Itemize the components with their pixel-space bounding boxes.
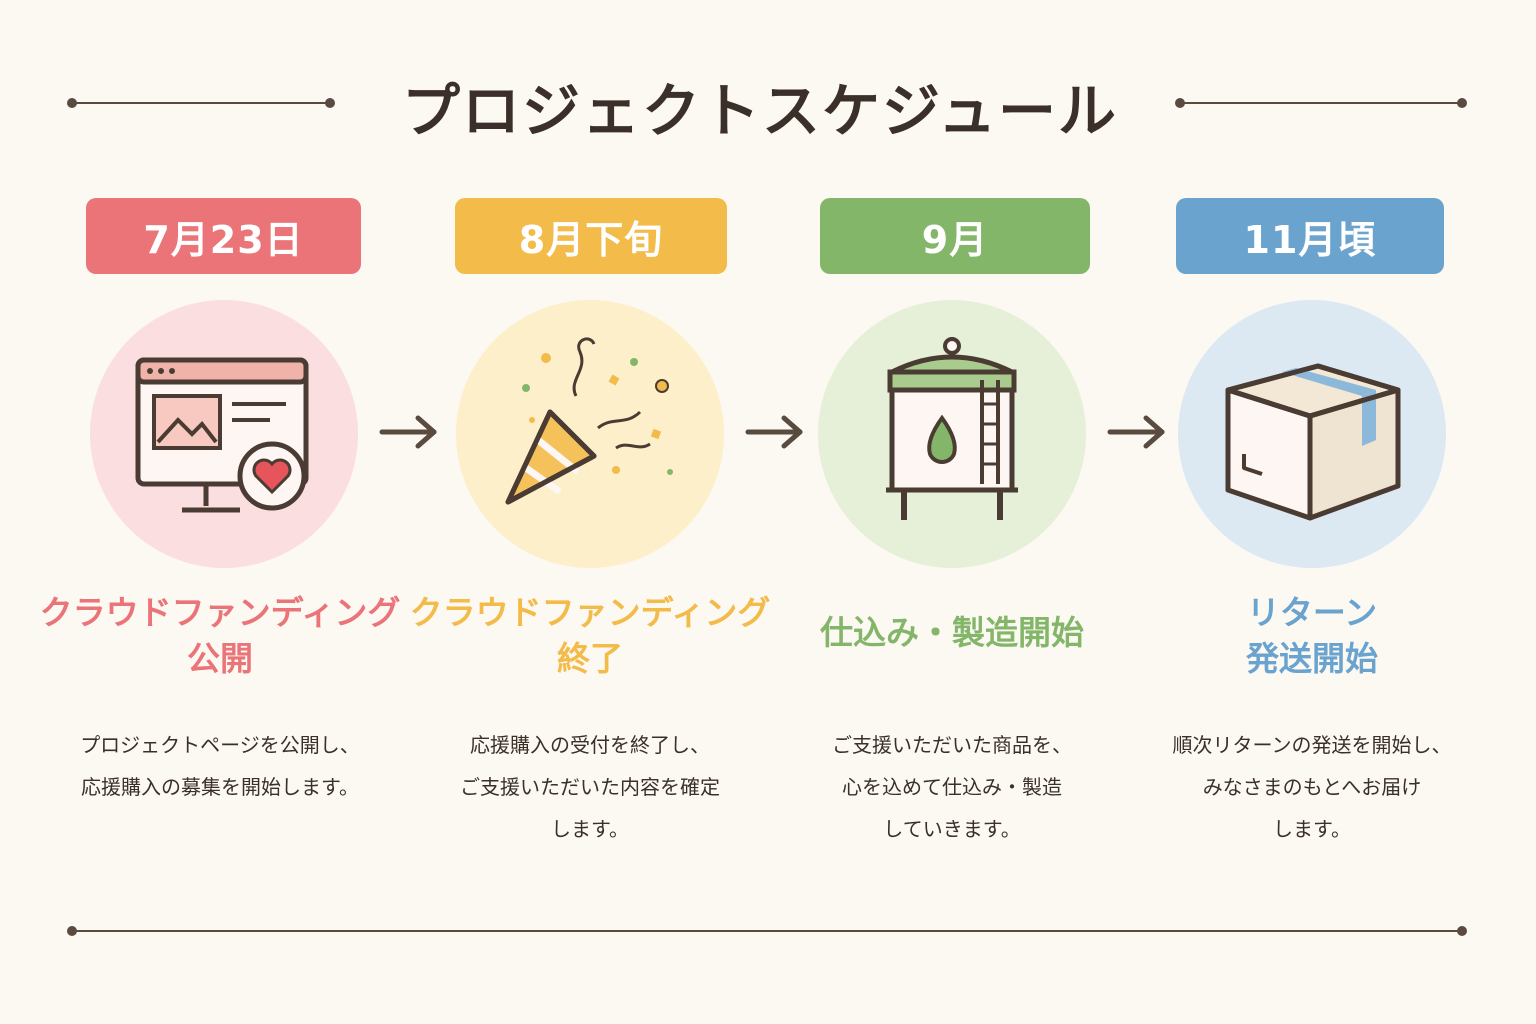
step-icon-circle <box>456 300 724 568</box>
step-heading: 仕込み・製造開始 <box>762 610 1142 656</box>
desc-line: 順次リターンの発送を開始し、 <box>1172 733 1452 757</box>
heading-line: リターン <box>1246 593 1378 632</box>
package-box-icon <box>1225 363 1401 521</box>
desc-line: みなさまのもとへお届け <box>1202 775 1422 799</box>
heading-line: 終了 <box>557 639 623 678</box>
heading-line: 公開 <box>187 639 253 678</box>
title-row: プロジェクトスケジュール <box>0 58 1536 148</box>
desc-line: していきます。 <box>883 817 1021 841</box>
desc-line: 応援購入の募集を開始します。 <box>81 775 359 799</box>
step-heading: クラウドファンディング 終了 <box>400 590 780 682</box>
website-heart-icon <box>135 357 309 513</box>
divider-dot <box>325 98 335 108</box>
step-heading: リターン 発送開始 <box>1122 590 1502 682</box>
step-icon-circle <box>1178 300 1446 568</box>
arrow-right-icon <box>745 415 803 449</box>
desc-line: 応援購入の受付を終了し、 <box>470 733 710 757</box>
title-divider-left <box>67 98 335 108</box>
date-badge: 9月 <box>820 198 1090 274</box>
title-divider-right <box>1175 98 1467 108</box>
step-description: 順次リターンの発送を開始し、 みなさまのもとへお届け します。 <box>1122 724 1502 850</box>
desc-line: ご支援いただいた内容を確定 <box>460 775 720 799</box>
step-icon-circle <box>90 300 358 568</box>
heading-line: 発送開始 <box>1246 639 1378 678</box>
party-popper-icon <box>505 337 673 505</box>
heading-line: 仕込み・製造開始 <box>820 613 1084 652</box>
step-heading: クラウドファンディング 公開 <box>30 590 410 682</box>
desc-line: ご支援いただいた商品を、 <box>832 733 1072 757</box>
heading-line: クラウドファンディング <box>39 593 401 632</box>
divider-dot <box>67 98 77 108</box>
page-title: プロジェクトスケジュール <box>402 77 1118 145</box>
bottom-divider <box>67 926 1467 936</box>
divider-dot <box>1457 98 1467 108</box>
step-description: プロジェクトページを公開し、 応援購入の募集を開始します。 <box>30 724 410 808</box>
step-description: ご支援いただいた商品を、 心を込めて仕込み・製造 していきます。 <box>762 724 1142 850</box>
brewing-tank-icon <box>886 337 1018 520</box>
arrow-right-icon <box>379 415 437 449</box>
step-description: 応援購入の受付を終了し、 ご支援いただいた内容を確定 します。 <box>400 724 780 850</box>
desc-line: します。 <box>551 817 629 841</box>
date-badge: 11月頃 <box>1176 198 1444 274</box>
date-badge: 8月下旬 <box>455 198 727 274</box>
desc-line: プロジェクトページを公開し、 <box>80 733 360 757</box>
divider-dot <box>1457 926 1467 936</box>
desc-line: 心を込めて仕込み・製造 <box>842 775 1062 799</box>
desc-line: します。 <box>1273 817 1351 841</box>
step-icon-circle <box>818 300 1086 568</box>
date-badge: 7月23日 <box>86 198 361 274</box>
arrow-right-icon <box>1107 415 1165 449</box>
heading-line: クラウドファンディング <box>409 593 771 632</box>
divider-dot <box>1175 98 1185 108</box>
divider-dot <box>67 926 77 936</box>
